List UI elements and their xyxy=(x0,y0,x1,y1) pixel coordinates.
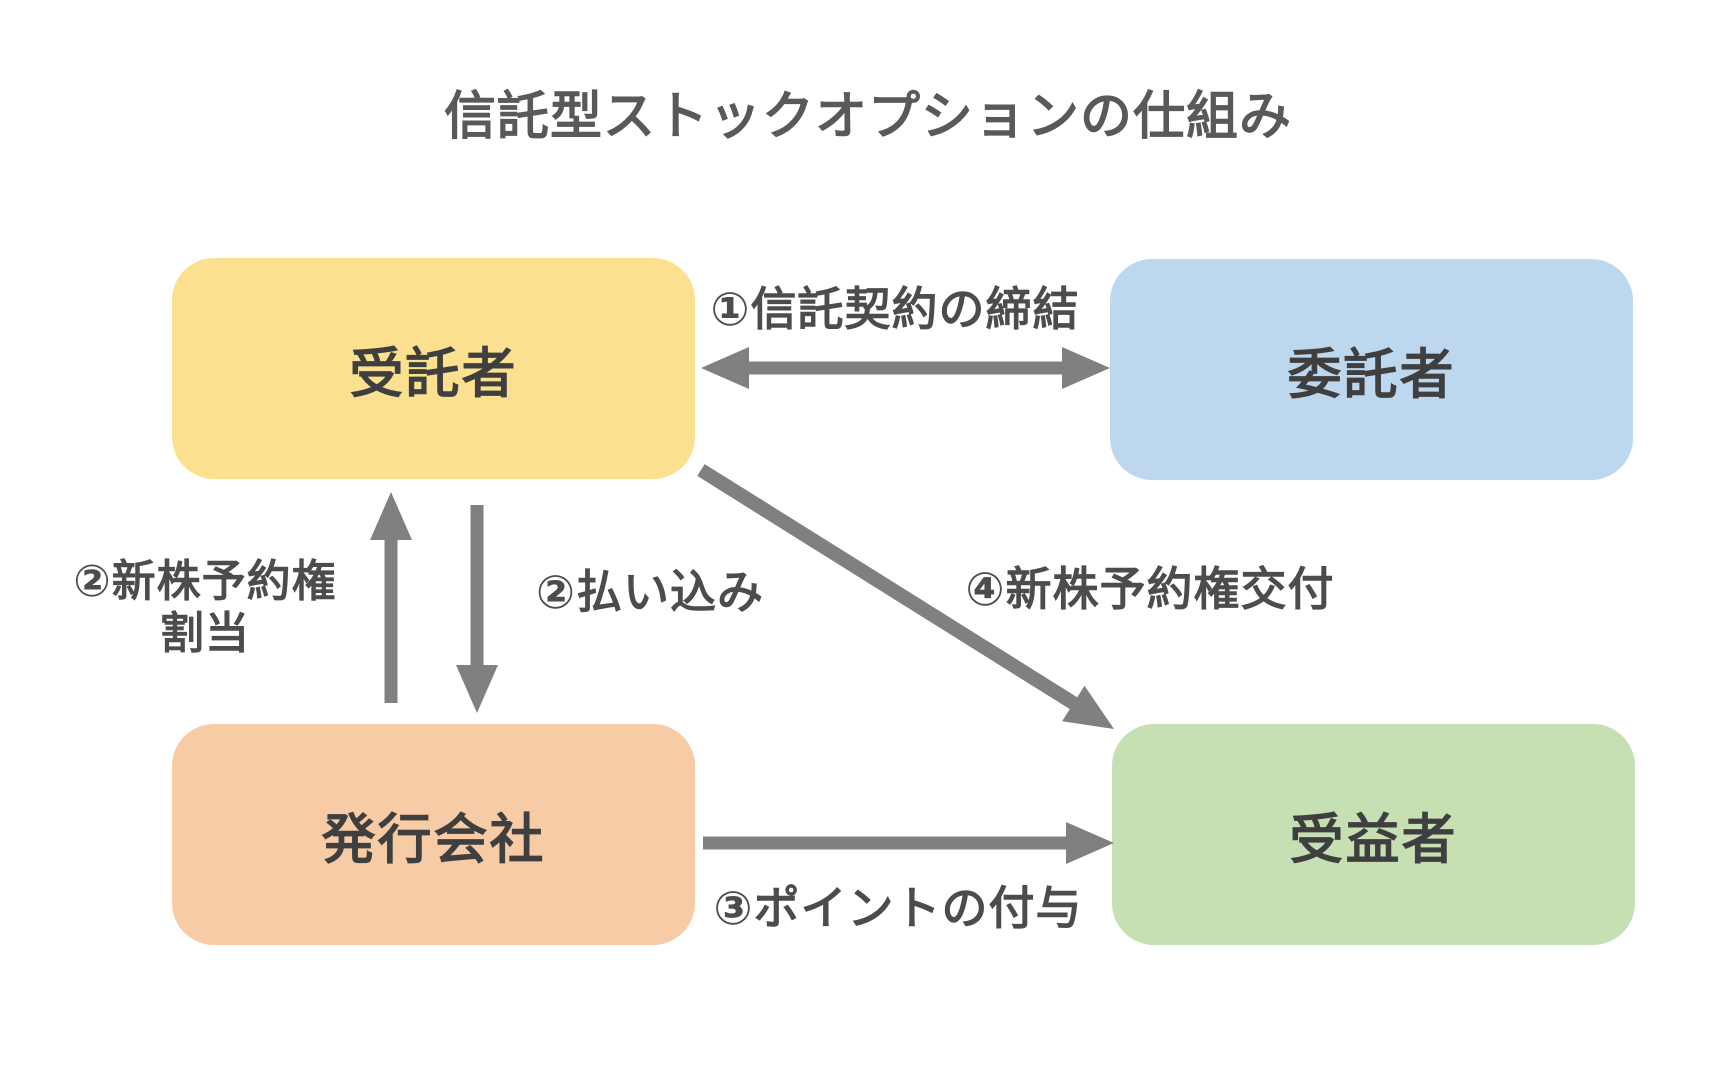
diagram-title: 信託型ストックオプションの仕組み xyxy=(443,88,1292,146)
arrow-point-grant xyxy=(703,822,1114,864)
label-warrant-allotment: ②新株予約権 割当 xyxy=(73,557,337,658)
box-settlor-label: 委託者 xyxy=(1287,345,1456,405)
box-issuer: 発行会社 xyxy=(172,724,695,945)
box-issuer-label: 発行会社 xyxy=(321,810,546,870)
box-settlor: 委託者 xyxy=(1110,259,1633,480)
arrow-warrant-delivery xyxy=(697,464,1114,729)
box-beneficiary: 受益者 xyxy=(1112,724,1635,945)
arrow-warrant-allotment xyxy=(370,492,412,703)
label-payment: ②払い込み xyxy=(536,565,764,618)
arrow-trust-contract xyxy=(701,347,1110,389)
label-point-grant: ③ポイントの付与 xyxy=(713,881,1083,934)
box-trustee: 受託者 xyxy=(172,258,695,479)
label-trust-contract: ①信託契約の締結 xyxy=(710,282,1080,335)
label-warrant-delivery: ④新株予約権交付 xyxy=(965,562,1335,615)
box-beneficiary-label: 受益者 xyxy=(1289,810,1458,870)
box-trustee-label: 受託者 xyxy=(349,344,518,404)
arrow-payment xyxy=(456,505,498,713)
